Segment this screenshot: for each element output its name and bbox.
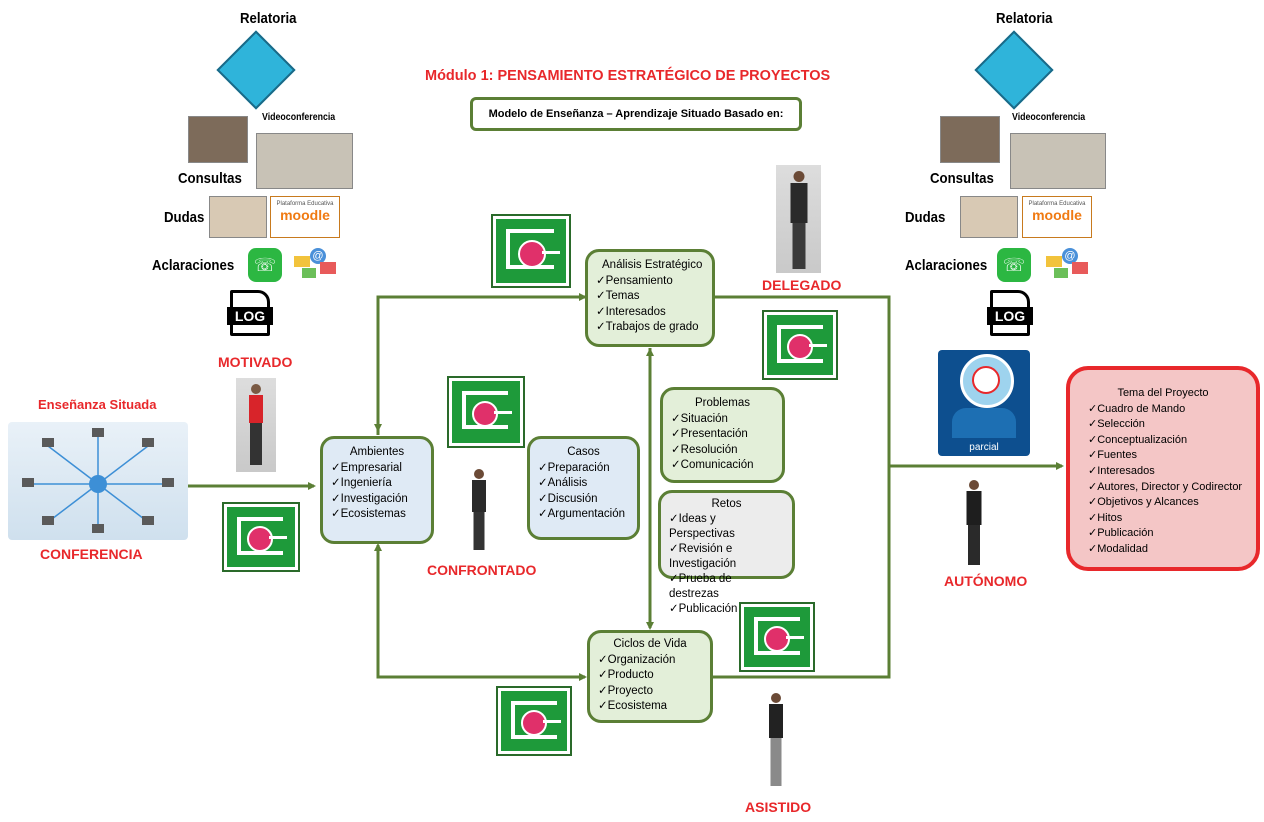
motivado-person-photo xyxy=(236,378,276,472)
analisis-title: Análisis Estratégico xyxy=(602,259,703,271)
autonomo-person-photo xyxy=(957,476,991,568)
model-subtitle: Modelo de Enseñanza – Aprendizaje Situad… xyxy=(488,108,784,120)
email-icons-left: @ xyxy=(288,248,340,282)
retos-box: Retos ✓Ideas y Perspectivas ✓Revisión e … xyxy=(658,490,795,615)
ambientes-box: Ambientes ✓Empresarial ✓Ingeniería ✓Inve… xyxy=(320,436,434,544)
analisis-box: Análisis Estratégico ✓Pensamiento ✓Temas… xyxy=(585,249,715,347)
arrow-badge-icon-6 xyxy=(496,686,572,756)
videoconferencia-right-label: Videoconferencia xyxy=(1012,112,1086,123)
parcial-evaluation-icon: parcial xyxy=(938,350,1030,456)
ambientes-title: Ambientes xyxy=(349,446,405,458)
whatsapp-right-icon: ☏ xyxy=(997,248,1031,282)
arrow-badge-icon-2 xyxy=(762,310,838,380)
dudas-photo-left xyxy=(209,196,267,238)
dudas-left-label: Dudas xyxy=(164,209,205,226)
delegado-label: DELEGADO xyxy=(762,277,842,293)
arrow-badge-icon-1 xyxy=(491,214,571,288)
arrow-badge-icon-5 xyxy=(739,602,815,672)
asistido-label: ASISTIDO xyxy=(745,799,812,815)
aclaraciones-right-label: Aclaraciones xyxy=(905,257,988,274)
aclaraciones-left-label: Aclaraciones xyxy=(152,257,235,274)
page-title: Módulo 1: PENSAMIENTO ESTRATÉGICO DE PRO… xyxy=(425,68,831,84)
retos-title: Retos xyxy=(711,498,742,510)
video-photo-left-1 xyxy=(188,116,248,163)
log-file-right-icon: LOG xyxy=(987,290,1033,336)
whatsapp-left-icon: ☏ xyxy=(248,248,282,282)
problemas-box: Problemas ✓Situación ✓Presentación ✓Reso… xyxy=(660,387,785,483)
line-analisis-right xyxy=(713,295,891,679)
video-photo-right-2 xyxy=(1010,133,1106,189)
tema-proyecto-box: Tema del Proyecto ✓Cuadro de Mando ✓Sele… xyxy=(1066,366,1260,571)
ciclos-title: Ciclos de Vida xyxy=(613,638,687,650)
network-icon xyxy=(22,428,174,533)
asistido-person-photo xyxy=(760,689,792,793)
casos-title: Casos xyxy=(567,446,600,458)
moodle-right-logo: Plataforma Educativa moodle xyxy=(1022,196,1092,238)
parcial-label: parcial xyxy=(969,442,999,453)
confrontado-label: CONFRONTADO xyxy=(427,562,537,578)
model-subtitle-box: Modelo de Enseñanza – Aprendizaje Situad… xyxy=(470,97,802,131)
dudas-photo-right xyxy=(960,196,1018,238)
delegado-person-photo xyxy=(776,165,821,273)
video-photo-left-2 xyxy=(256,133,353,189)
casos-box: Casos ✓Preparación ✓Análisis ✓Discusión … xyxy=(527,436,640,540)
dudas-right-label: Dudas xyxy=(905,209,946,226)
problemas-title: Problemas xyxy=(695,397,750,409)
autonomo-label: AUTÓNOMO xyxy=(944,573,1028,589)
arrow-badge-icon-3 xyxy=(447,376,525,448)
consultas-right-label: Consultas xyxy=(930,170,994,187)
videoconferencia-left-label: Videoconferencia xyxy=(262,112,336,123)
conferencia-label: CONFERENCIA xyxy=(40,546,143,562)
email-icons-right: @ xyxy=(1040,248,1092,282)
confrontado-person-photo xyxy=(462,465,496,553)
ciclos-box: Ciclos de Vida ✓Organización ✓Producto ✓… xyxy=(587,630,713,723)
moodle-left-logo: Plataforma Educativa moodle xyxy=(270,196,340,238)
ensenanza-situada-label: Enseñanza Situada xyxy=(38,397,157,412)
log-file-left-icon: LOG xyxy=(227,290,273,336)
conferencia-network-image xyxy=(8,422,188,540)
relatoria-right-label: Relatoria xyxy=(996,10,1053,27)
relatoria-left-label: Relatoria xyxy=(240,10,297,27)
arrow-badge-icon-4 xyxy=(222,502,300,572)
tema-title: Tema del Proyecto xyxy=(1117,387,1209,399)
consultas-left-label: Consultas xyxy=(178,170,242,187)
motivado-label: MOTIVADO xyxy=(218,354,293,370)
video-photo-right-1 xyxy=(940,116,1000,163)
